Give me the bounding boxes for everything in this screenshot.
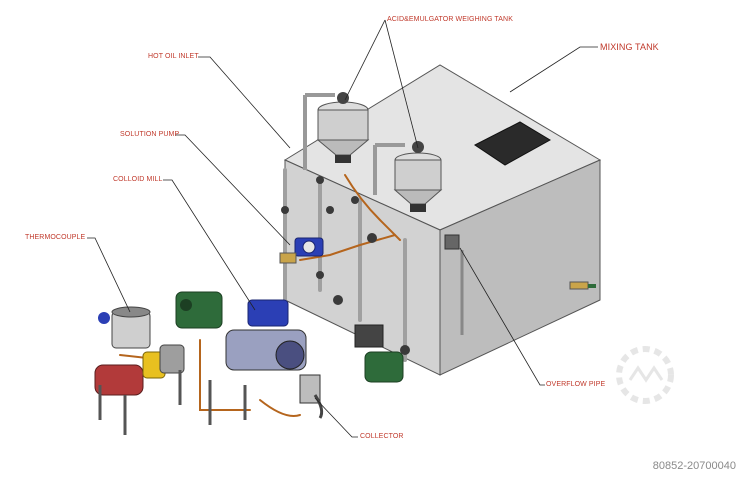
lower-pump <box>354 324 404 383</box>
weighing-tank-2 <box>373 141 443 212</box>
label-collector: COLLECTOR <box>360 433 404 440</box>
mixing-tank <box>283 64 602 376</box>
piping <box>119 168 407 417</box>
label-weighing-tank: ACID&EMULGATOR WEIGHING TANK <box>387 16 513 23</box>
weighing-tank-1 <box>303 92 370 170</box>
valves <box>281 176 410 355</box>
watermark-id: 80852-20700040 <box>652 460 736 472</box>
gear-watermark-icon <box>616 346 674 404</box>
solution-pump <box>279 237 324 264</box>
label-hot-oil-inlet: HOT OIL INLET <box>148 53 199 60</box>
label-colloid-mill: COLLOID MILL <box>113 176 163 183</box>
motor-pump-unit <box>94 344 185 396</box>
collector <box>299 374 324 419</box>
label-mixing-tank: MIXING TANK <box>600 42 659 52</box>
thermocouple-vessel <box>98 306 151 349</box>
label-solution-pump: SOLUTION PUMP <box>120 131 180 138</box>
label-thermocouple: THERMOCOUPLE <box>25 234 86 241</box>
leader-lines <box>87 19 598 438</box>
base-frame <box>98 370 247 435</box>
colloid-mill <box>175 291 307 371</box>
label-overflow-pipe: OVERFLOW PIPE <box>546 381 606 388</box>
